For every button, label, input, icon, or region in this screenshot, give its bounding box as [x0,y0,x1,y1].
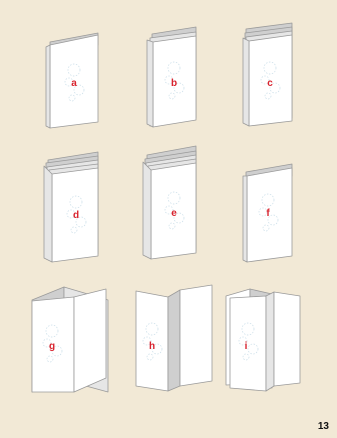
brochure-b: b [147,27,196,127]
brochure-e: e [143,146,196,259]
brochure-f: f [243,164,292,262]
brochure-h: h [136,285,212,391]
page-number: 13 [318,421,329,432]
inner-fold [266,292,274,391]
spine [243,38,249,126]
brochure-label-e: e [171,208,177,219]
brochure-label-b: b [171,78,177,89]
spine [147,40,153,127]
right-panel [274,292,300,386]
right-panel [180,285,212,386]
brochure-label-d: d [73,210,79,221]
brochure-label-a: a [71,78,77,89]
brochure-label-c: c [267,78,273,89]
spine [143,162,151,259]
brochure-d: d [44,152,98,262]
brochure-c: c [243,23,292,126]
brochure-g: g [32,287,108,392]
spine [243,176,247,262]
brochure-i: i [226,289,300,391]
right-panel [74,289,106,392]
brochure-label-i: i [245,341,248,352]
brochure-a: a [46,33,98,128]
spine [46,45,50,128]
spine [44,166,52,262]
front-panel [230,296,266,391]
brochure-label-g: g [49,341,55,352]
center-fold [168,290,180,391]
brochure-label-h: h [149,341,155,352]
